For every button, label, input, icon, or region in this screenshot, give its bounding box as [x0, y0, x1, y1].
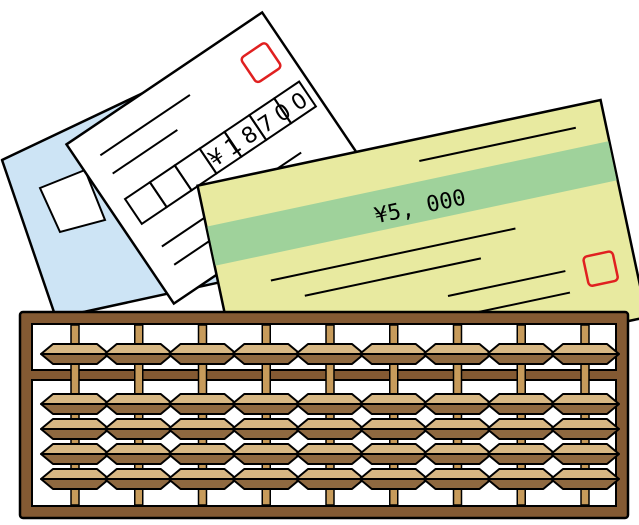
abacus-bead	[358, 393, 429, 415]
abacus-bead	[231, 443, 302, 465]
abacus-bead	[486, 468, 557, 490]
abacus-bead	[40, 343, 110, 365]
abacus-bead	[40, 468, 110, 490]
abacus-bead	[40, 393, 110, 415]
abacus-bead	[358, 443, 429, 465]
abacus-bead	[422, 393, 493, 415]
abacus-bead	[486, 443, 557, 465]
abacus-bead	[422, 418, 493, 440]
abacus-bead	[358, 343, 429, 365]
amount-digit-boxes	[123, 80, 318, 226]
abacus-bead	[486, 418, 557, 440]
stamp-box	[240, 42, 282, 84]
abacus-bead	[167, 418, 238, 440]
green-band	[207, 141, 617, 266]
stamp-box	[582, 250, 619, 287]
abacus-bead	[295, 443, 365, 465]
abacus-bead	[167, 393, 238, 415]
abacus-bead	[167, 443, 238, 465]
abacus-bead	[295, 393, 365, 415]
abacus	[18, 310, 630, 520]
abacus-bead	[231, 343, 302, 365]
abacus-bead	[103, 393, 174, 415]
abacus-bead	[167, 343, 238, 365]
abacus-bead	[103, 343, 174, 365]
abacus-bead	[358, 468, 429, 490]
abacus-bead	[231, 418, 302, 440]
abacus-bead	[295, 468, 365, 490]
abacus-bead	[550, 393, 620, 415]
abacus-bead	[167, 468, 238, 490]
abacus-bead	[103, 468, 174, 490]
abacus-bead	[486, 393, 557, 415]
abacus-bead	[40, 443, 110, 465]
abacus-bead	[103, 418, 174, 440]
abacus-bead	[422, 443, 493, 465]
abacus-bead	[550, 468, 620, 490]
abacus-bead	[486, 343, 557, 365]
abacus-bead	[550, 443, 620, 465]
abacus-bead	[422, 343, 493, 365]
abacus-bead	[550, 343, 620, 365]
abacus-bead	[295, 418, 365, 440]
abacus-bead	[550, 418, 620, 440]
abacus-bead	[231, 468, 302, 490]
abacus-bead	[40, 418, 110, 440]
abacus-bead	[422, 468, 493, 490]
abacus-bead	[231, 393, 302, 415]
abacus-bead	[358, 418, 429, 440]
abacus-bead	[295, 343, 365, 365]
abacus-bead	[103, 443, 174, 465]
